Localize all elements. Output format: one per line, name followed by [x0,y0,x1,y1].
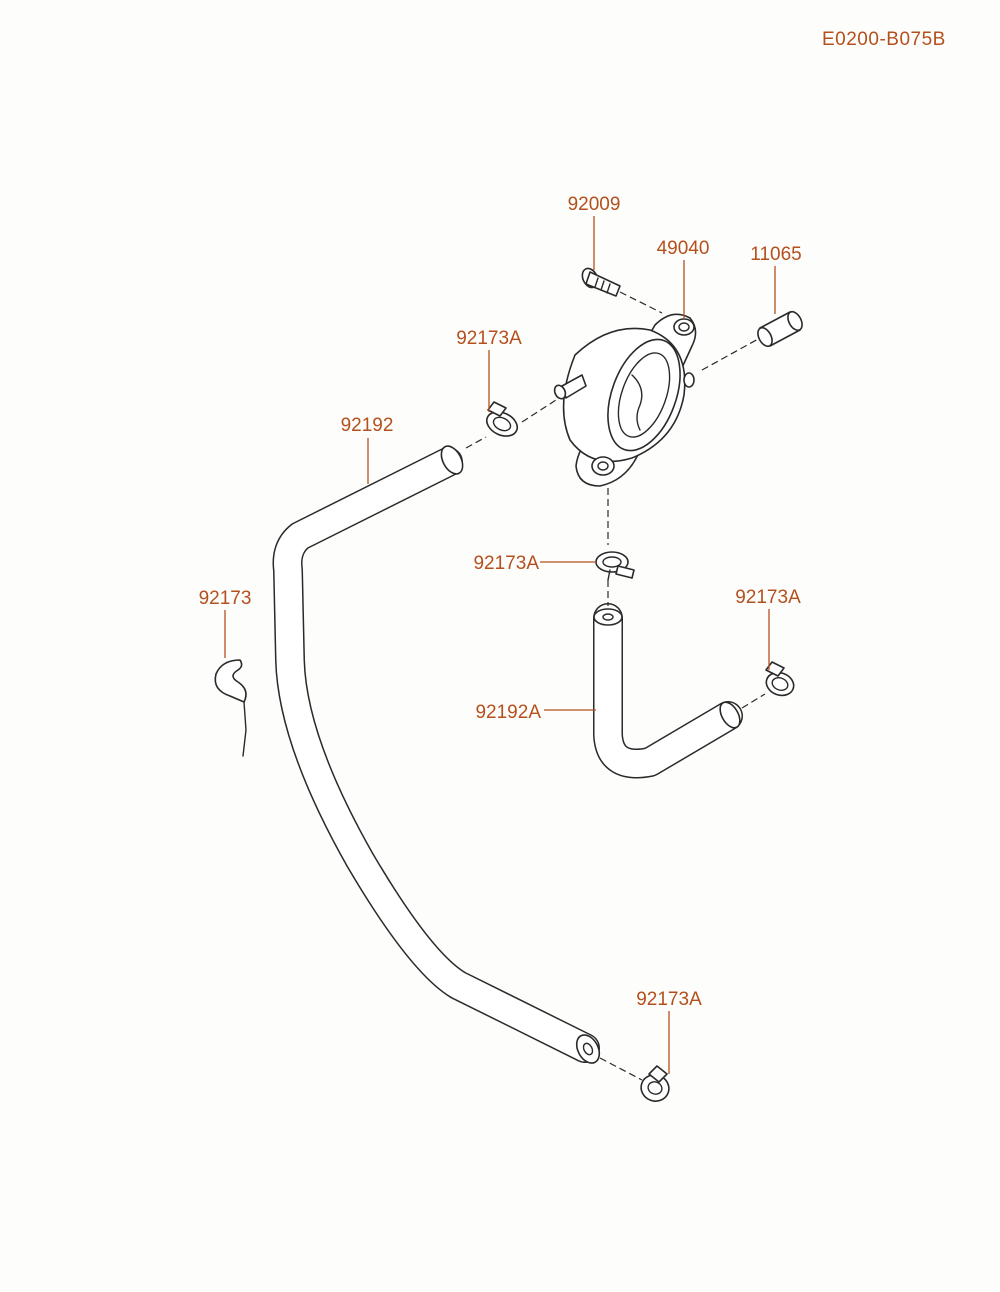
long-fuel-hose [272,445,601,1064]
spacer-tube [757,310,803,348]
label-spacer-tube: 11065 [750,244,801,265]
hose-clamp-upper-left [485,401,519,437]
callout-leader-lines [224,216,776,1074]
hose-clamp-right [765,661,795,697]
hose-clamp-bottom [640,1065,670,1102]
label-short-hose: 92192A [475,702,541,723]
mounting-bolt [581,267,621,297]
assembly-guide-lines [465,291,766,1081]
diagram-reference-code: E0200-B075B [822,29,946,50]
hose-clamp-center [595,551,635,581]
label-clamp-center: 92173A [473,553,539,574]
callout-labels: 92009 49040 11065 92173A 92192 92173A 92… [199,194,802,1010]
label-clip: 92173 [199,588,252,609]
label-bolt: 92009 [568,194,621,215]
label-clamp-bottom: 92173A [636,989,702,1010]
label-fuel-pump: 49040 [657,238,710,259]
hose-clip [214,659,247,757]
label-clamp-upper-left: 92173A [456,328,522,349]
fuel-pump-body [553,313,697,487]
label-clamp-right: 92173A [735,587,801,608]
label-long-hose: 92192 [341,415,394,436]
short-fuel-hose [593,603,743,779]
